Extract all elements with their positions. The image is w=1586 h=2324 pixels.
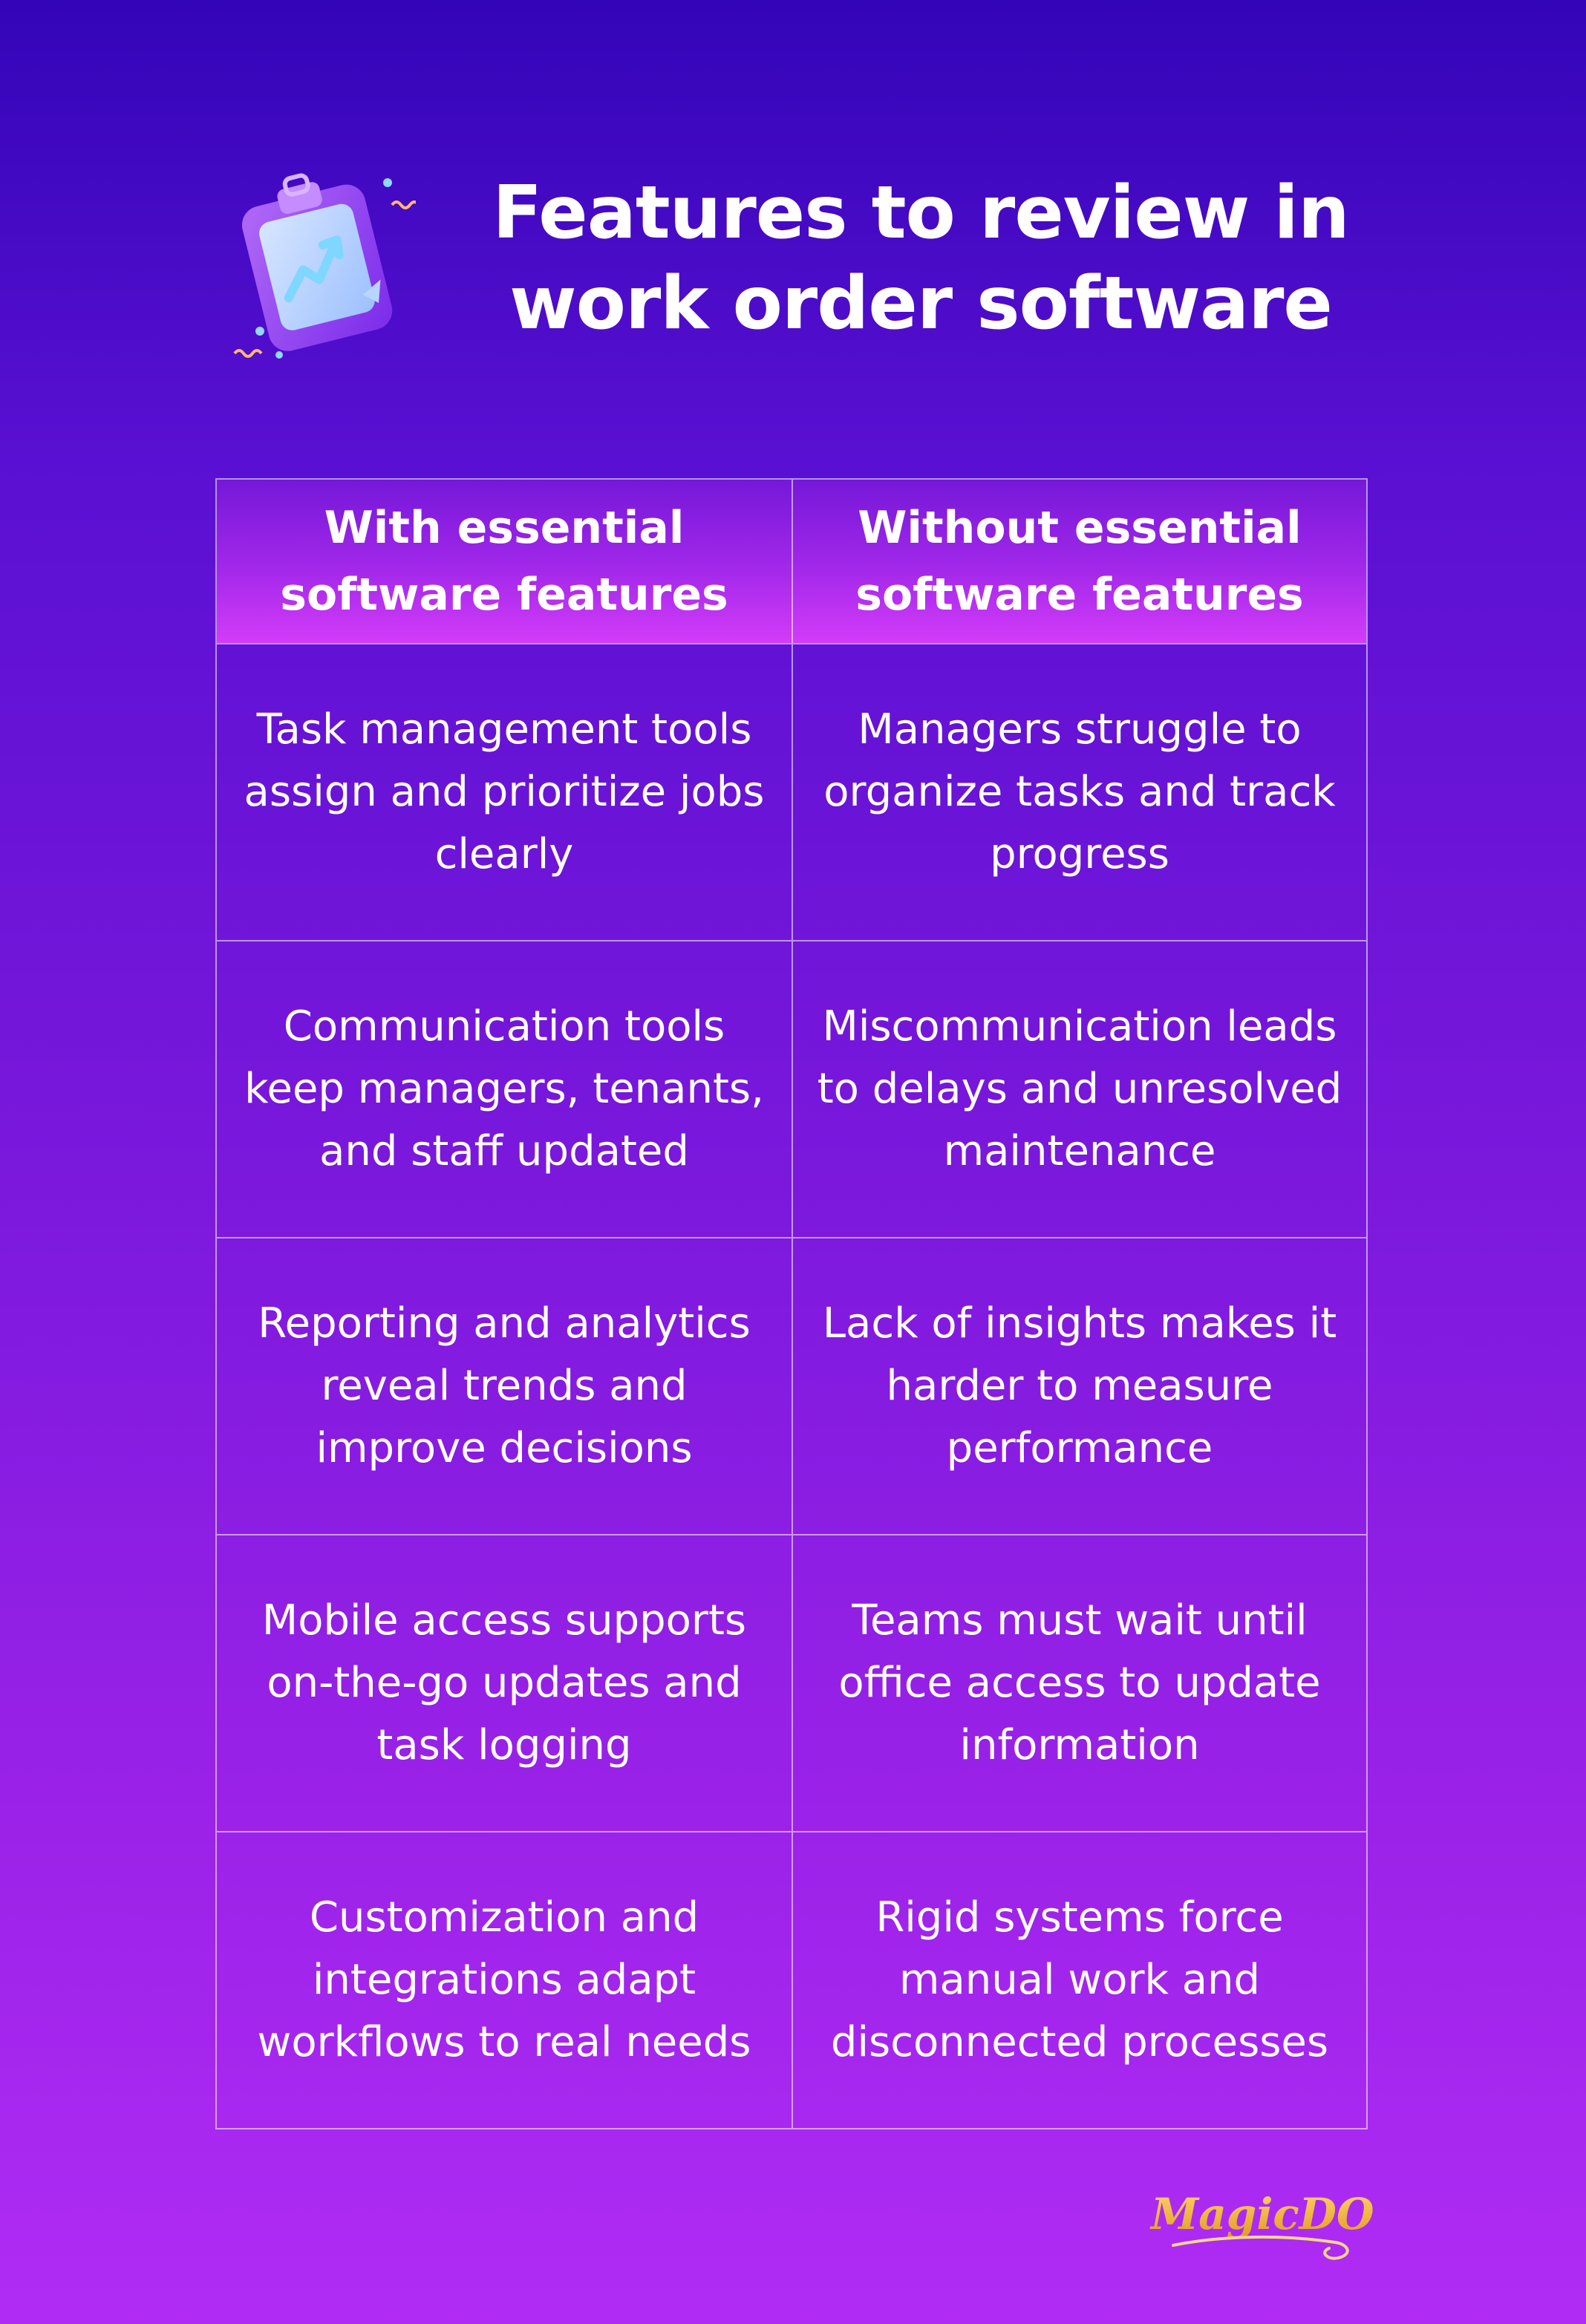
- table-row: Reporting and analytics reveal trends an…: [217, 1237, 1366, 1534]
- page-title: Features to review in work order softwar…: [438, 168, 1403, 349]
- logo-wordmark: MagicDOOR: [1149, 2189, 1374, 2239]
- table-cell-with: Reporting and analytics reveal trends an…: [217, 1237, 792, 1534]
- header-cell-with-features: With essential software features: [217, 480, 792, 643]
- table-header-row: With essential software features Without…: [217, 480, 1366, 643]
- table-cell-without: Managers struggle to organize tasks and …: [792, 643, 1366, 940]
- clipboard-chart-icon: [223, 163, 420, 371]
- header-cell-without-features: Without essential software features: [792, 480, 1366, 643]
- table-cell-without: Miscommunication leads to delays and unr…: [792, 940, 1366, 1237]
- page-title-line-2: work order software: [509, 261, 1333, 346]
- header: Features to review in work order softwar…: [223, 163, 1411, 371]
- table-row: Customization and integrations adapt wor…: [217, 1831, 1366, 2128]
- table-cell-with: Customization and integrations adapt wor…: [217, 1831, 792, 2128]
- table-row: Mobile access supports on-the-go updates…: [217, 1534, 1366, 1831]
- table-row: Task management tools assign and priorit…: [217, 643, 1366, 940]
- table-cell-with: Task management tools assign and priorit…: [217, 643, 792, 940]
- table-cell-without: Lack of insights makes it harder to meas…: [792, 1237, 1366, 1534]
- comparison-table: With essential software features Without…: [215, 478, 1368, 2129]
- table-cell-with: Mobile access supports on-the-go updates…: [217, 1534, 792, 1831]
- table-row: Communication tools keep managers, tenan…: [217, 940, 1366, 1237]
- table-cell-with: Communication tools keep managers, tenan…: [217, 940, 792, 1237]
- magicdoor-logo: MagicDOOR: [1143, 2183, 1447, 2265]
- table-cell-without: Rigid systems force manual work and disc…: [792, 1831, 1366, 2128]
- table-cell-without: Teams must wait until office access to u…: [792, 1534, 1366, 1831]
- page-title-line-1: Features to review in: [492, 171, 1349, 255]
